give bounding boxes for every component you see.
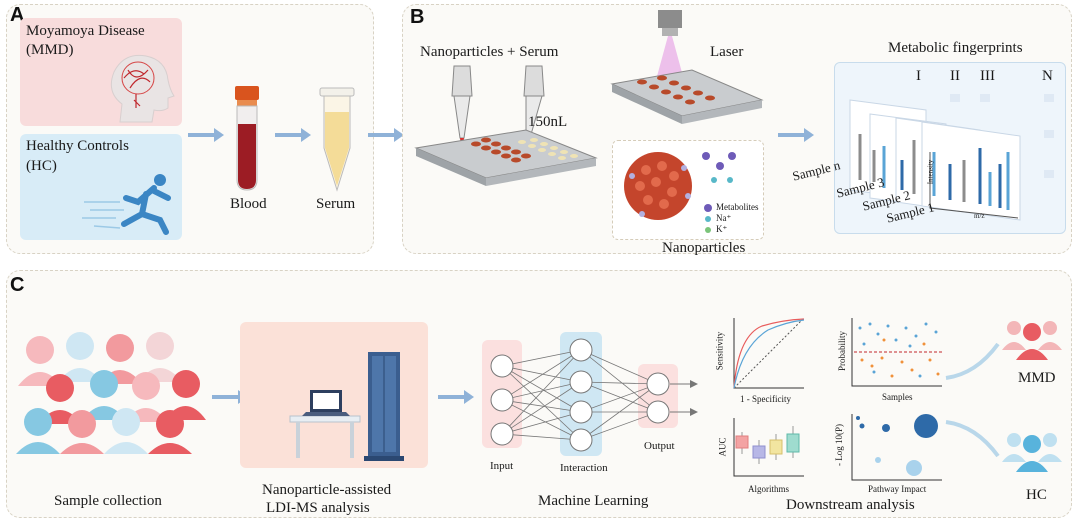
volume-label: 150nL — [528, 114, 568, 130]
blood-tube-icon — [235, 86, 259, 191]
legend-k-dot — [705, 227, 711, 233]
machine-learning-label: Machine Learning — [538, 493, 649, 509]
flow-swoosh-hc — [945, 420, 1000, 458]
mmd-people-icon — [1002, 321, 1062, 360]
flow-swoosh-mmd — [945, 342, 1000, 380]
specificity-label: 1 - Specificity — [740, 394, 791, 404]
hc-people-icon — [1002, 433, 1062, 472]
runner-icon — [82, 174, 171, 235]
arrow-a2 — [275, 128, 311, 142]
pipette-icon-1 — [451, 65, 473, 146]
interaction-label: Interaction — [560, 462, 608, 474]
pathway-impact-label: Pathway Impact — [868, 484, 927, 494]
ldi-label-line2: LDI-MS analysis — [266, 500, 370, 516]
ldi-ms-instrument-icon — [289, 352, 404, 461]
arrow-a1 — [188, 128, 224, 142]
sample-plate — [414, 129, 598, 186]
output-label: Output — [644, 440, 675, 452]
panel-c-label: C — [10, 274, 25, 296]
serum-label: Serum — [316, 196, 356, 212]
molecule-dots — [702, 152, 736, 183]
mz-label: m/z — [974, 212, 985, 220]
legend-na: Na⁺ — [716, 213, 732, 223]
roc-curve-chart — [733, 317, 805, 389]
sample-collection-label: Sample collection — [54, 493, 162, 509]
logp-label: - Log 10(P) — [834, 424, 844, 466]
hc-label-line2: (HC) — [26, 158, 57, 174]
legend-na-dot — [705, 216, 711, 222]
panel-b-label: B — [410, 6, 425, 28]
nanoparticles-serum-label: Nanoparticles + Serum — [420, 44, 559, 60]
intensity-label: Intensity — [926, 159, 935, 185]
probability-label: Probability — [837, 331, 847, 371]
mmd-label-line1: Moyamoya Disease — [26, 23, 145, 39]
hc-label-line1: Healthy Controls — [26, 138, 129, 154]
legend-k: K⁺ — [716, 224, 728, 234]
algorithms-label: Algorithms — [748, 484, 790, 494]
legend-metabolites: Metabolites — [716, 202, 759, 212]
auc-label: AUC — [717, 437, 728, 457]
neural-network-diagram — [482, 332, 698, 456]
arrow-c2 — [438, 390, 474, 404]
sensitivity-label: Sensitivity — [714, 331, 725, 371]
input-label: Input — [490, 460, 514, 472]
serum-tube-icon — [319, 87, 355, 192]
arrow-b — [778, 128, 814, 142]
mmd-output-label: MMD — [1018, 370, 1056, 386]
samples-label: Samples — [882, 392, 913, 402]
mmd-label-line2: (MMD) — [26, 42, 74, 58]
laser-plate — [610, 69, 764, 124]
laser-icon — [656, 10, 684, 80]
people-crowd-icon — [16, 332, 206, 454]
roman-1: I — [916, 68, 921, 84]
legend-metabolites-dot — [704, 204, 712, 212]
roman-2: II — [950, 68, 960, 84]
metabolic-fingerprints-label: Metabolic fingerprints — [888, 40, 1023, 56]
nanoparticle-icon — [624, 152, 692, 220]
pipette-icon-2 — [523, 65, 545, 146]
brain-head-icon — [110, 54, 175, 123]
roman-3: III — [980, 68, 995, 84]
spectra-stack — [849, 94, 1054, 221]
laser-label: Laser — [710, 44, 744, 60]
arrow-a3 — [368, 128, 404, 142]
blood-label: Blood — [230, 196, 267, 212]
ldi-label-line1: Nanoparticle-assisted — [262, 482, 392, 498]
hc-output-label: HC — [1026, 487, 1047, 503]
pathway-bubble-chart — [851, 414, 942, 481]
roman-n: N — [1042, 68, 1053, 84]
nanoparticles-label: Nanoparticles — [662, 240, 746, 256]
auc-boxplot-chart — [733, 418, 804, 477]
downstream-analysis-label: Downstream analysis — [786, 497, 915, 513]
probability-scatter-chart — [851, 318, 942, 387]
